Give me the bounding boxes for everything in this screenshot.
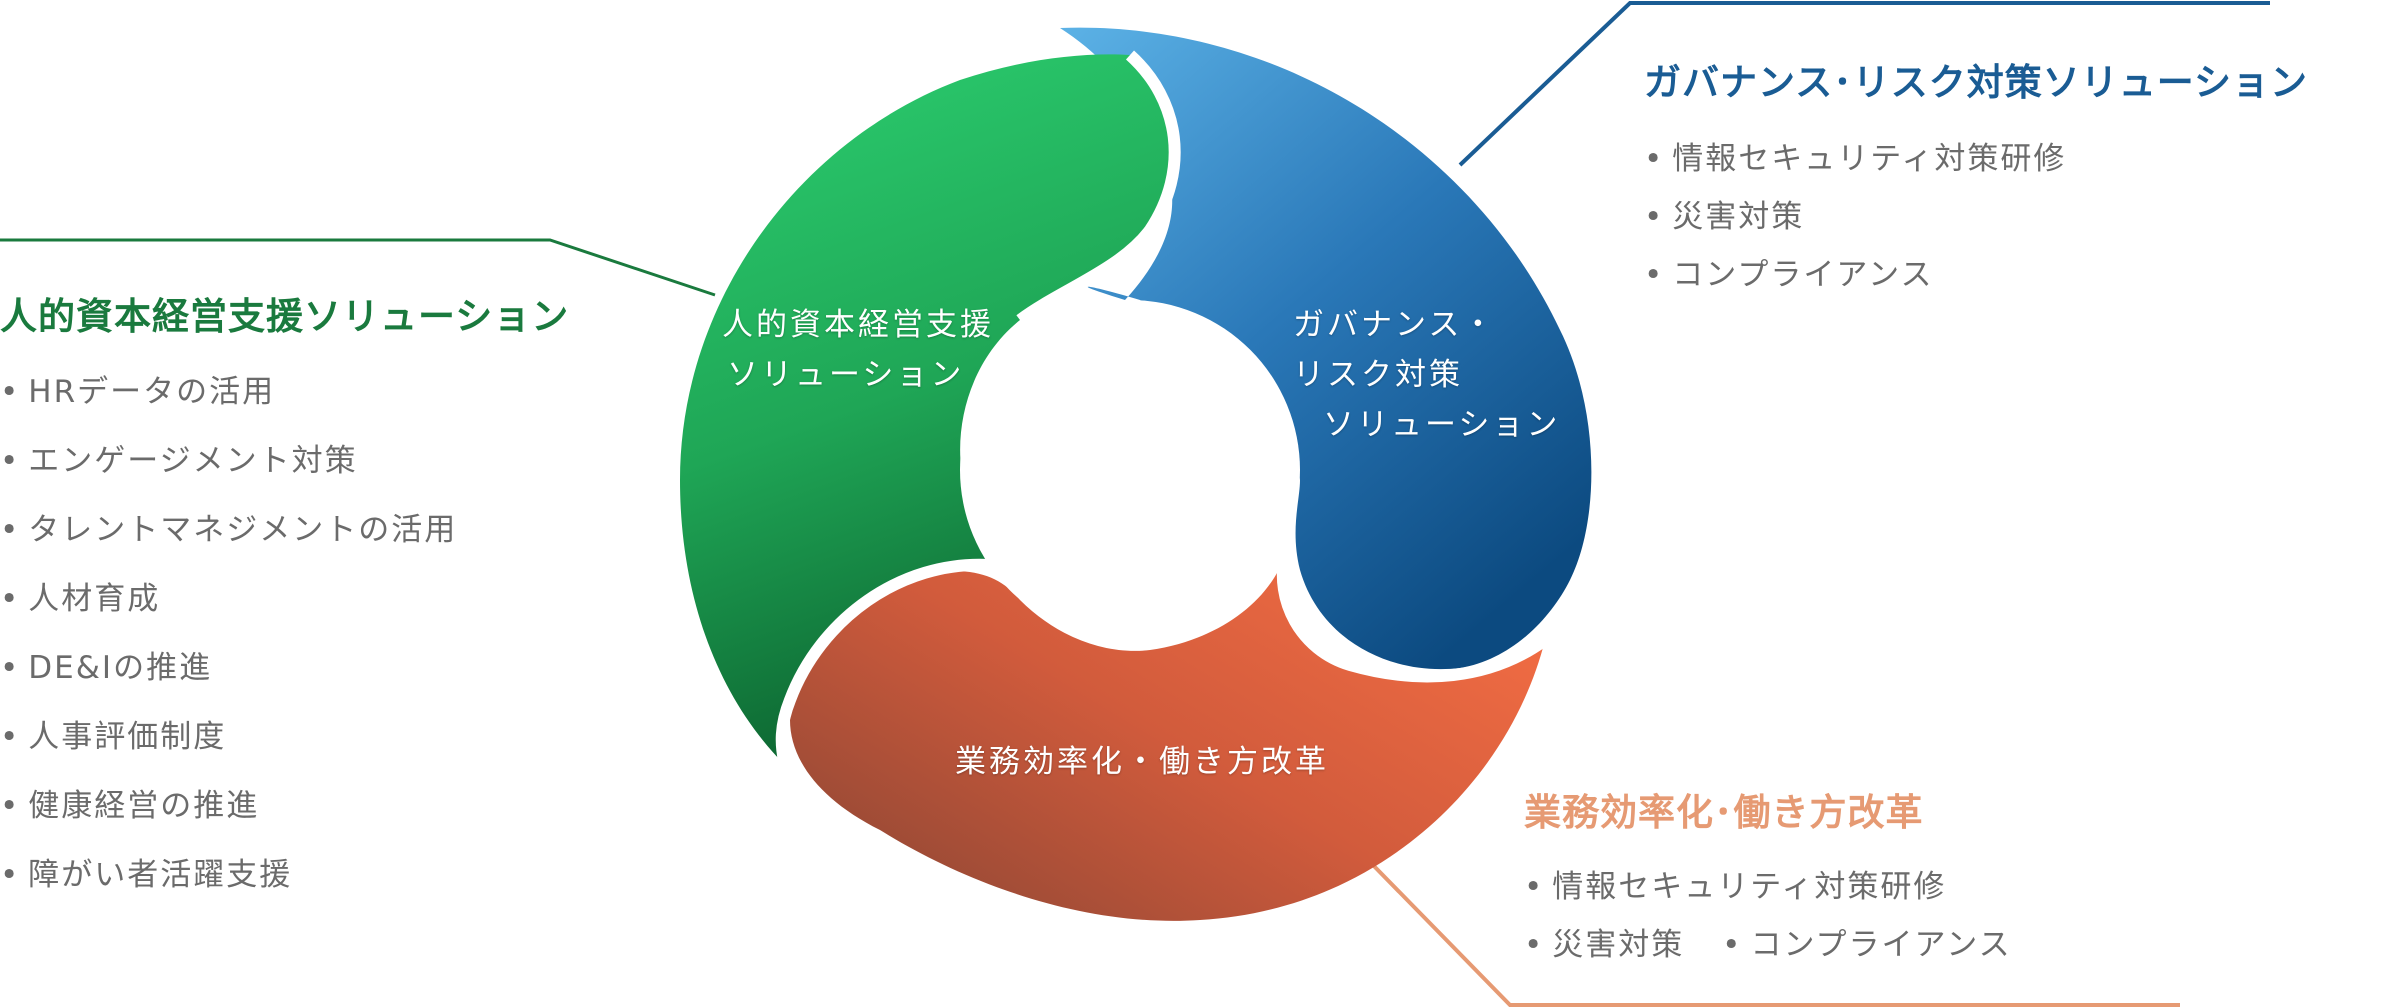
gov-panel-title: ガバナンス･リスク対策ソリューション	[1644, 61, 2309, 104]
diagram-center	[960, 300, 1300, 640]
list-item: HRデータの活用	[0, 358, 569, 427]
hr-panel-title: 人的資本経営支援ソリューション	[0, 295, 570, 338]
list-item: 障がい者活躍支援	[0, 841, 569, 910]
gov-item-list: 情報セキュリティ対策研修 災害対策 コンプライアンス	[1644, 130, 2308, 304]
gov-segment-label-line2: リスク対策	[1293, 357, 1463, 393]
list-item: 人事評価制度	[0, 703, 569, 772]
hr-solution-panel: 人的資本経営支援ソリューション HRデータの活用 エンゲージメント対策 タレント…	[0, 286, 569, 910]
list-item-row: 災害対策 コンプライアンス	[1524, 916, 2038, 974]
list-item: DE&Iの推進	[0, 634, 569, 703]
hr-connector-line	[0, 238, 716, 297]
list-item: コンプライアンス	[1722, 927, 2012, 963]
biz-item-list: 情報セキュリティ対策研修 災害対策 コンプライアンス	[1524, 858, 2038, 974]
hr-item-list: HRデータの活用 エンゲージメント対策 タレントマネジメントの活用 人材育成 D…	[0, 358, 569, 910]
gov-segment-label-line3: ソリューション	[1323, 407, 1561, 443]
hr-segment-label: 人的資本経営支援 ソリューション	[722, 300, 994, 400]
hr-segment-label-line2: ソリューション	[727, 357, 965, 393]
governance-segment[interactable]	[1060, 27, 1592, 670]
list-item: 災害対策	[1644, 188, 2308, 246]
business-segment[interactable]	[790, 555, 1545, 921]
gov-segment-label-line1: ガバナンス・	[1293, 307, 1497, 343]
list-item: 人材育成	[0, 565, 569, 634]
list-item: エンゲージメント対策	[0, 427, 569, 496]
biz-connector-line	[1368, 860, 2180, 1007]
biz-panel-title: 業務効率化･働き方改革	[1524, 791, 1924, 834]
list-item: 災害対策	[1524, 927, 1684, 963]
list-item: 健康経営の推進	[0, 772, 569, 841]
list-item: タレントマネジメントの活用	[0, 496, 569, 565]
gov-connector-line	[1458, 1, 2270, 167]
biz-segment-label: 業務効率化・働き方改革	[955, 737, 1329, 787]
gov-segment-label: ガバナンス・ リスク対策 ソリューション	[1293, 300, 1560, 450]
biz-solution-panel: 業務効率化･働き方改革 情報セキュリティ対策研修 災害対策 コンプライアンス	[1524, 782, 2038, 974]
list-item: 情報セキュリティ対策研修	[1644, 130, 2308, 188]
list-item: コンプライアンス	[1644, 246, 2308, 304]
gov-solution-panel: ガバナンス･リスク対策ソリューション 情報セキュリティ対策研修 災害対策 コンプ…	[1644, 52, 2308, 304]
hr-segment[interactable]	[680, 54, 1175, 766]
biz-segment-label-line1: 業務効率化・働き方改革	[955, 744, 1329, 780]
list-item: 情報セキュリティ対策研修	[1524, 858, 2038, 916]
hr-segment-label-line1: 人的資本経営支援	[722, 307, 994, 343]
